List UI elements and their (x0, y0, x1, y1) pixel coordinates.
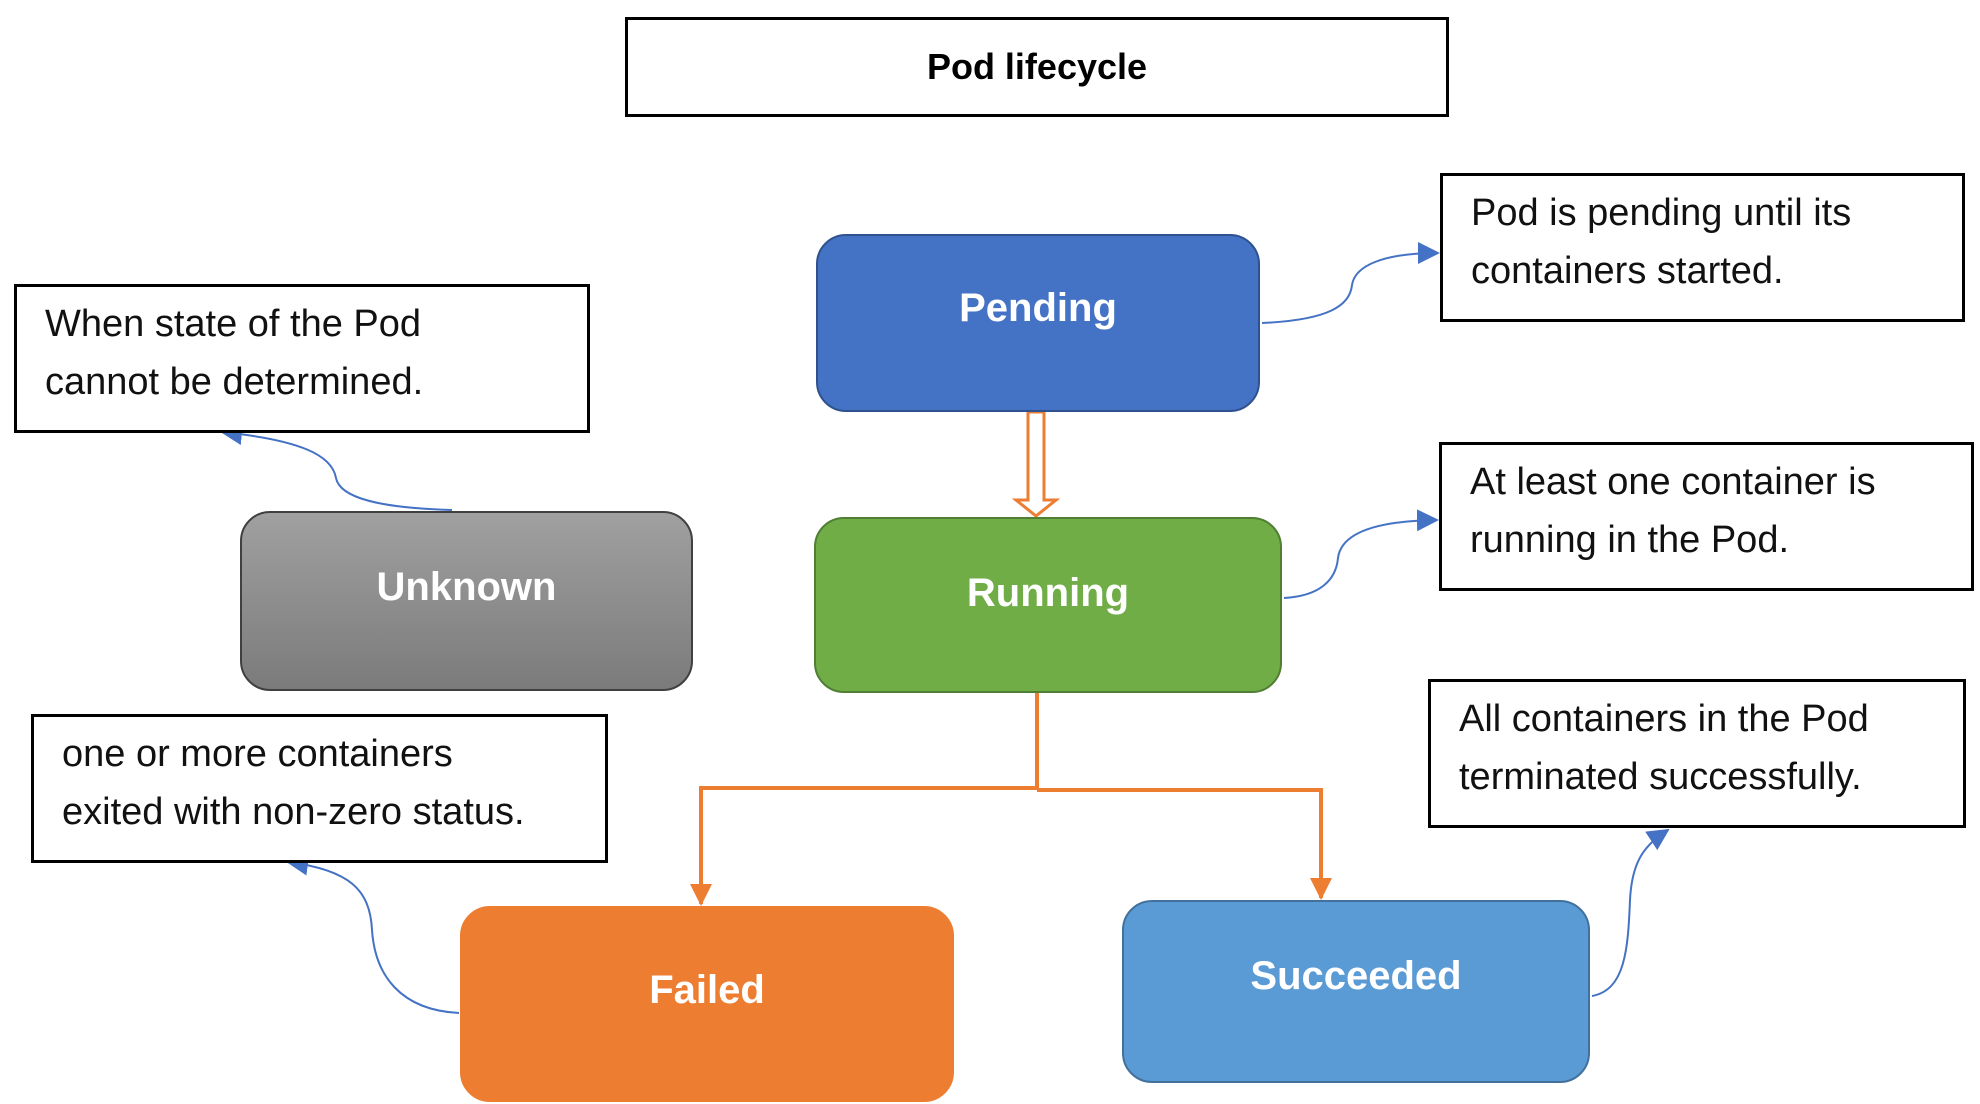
note-pending: Pod is pending until its containers star… (1440, 173, 1965, 322)
note-line: one or more containers (62, 733, 453, 775)
state-running-label: Running (966, 571, 1130, 615)
note-line: containers started. (1471, 250, 1784, 292)
note-connector-running (1283, 509, 1439, 599)
note-line: terminated successfully. (1459, 756, 1862, 798)
state-failed-label: Failed (649, 968, 765, 1012)
note-line: All containers in the Pod (1459, 698, 1869, 740)
note-line: At least one container is (1470, 461, 1876, 503)
note-succeeded: All containers in the Pod terminated suc… (1428, 679, 1966, 828)
state-unknown: Unknown (240, 511, 693, 691)
transition-arrow-pending-running (1011, 410, 1061, 518)
state-running: Running (814, 517, 1282, 693)
state-failed: Failed (460, 906, 954, 1102)
transition-arrow-running-succeeded (1037, 788, 1332, 900)
note-connector-succeeded (1591, 828, 1670, 997)
note-unknown: When state of the Pod cannot be determin… (14, 284, 590, 433)
note-line: exited with non-zero status. (62, 791, 525, 833)
note-running: At least one container is running in the… (1439, 442, 1974, 591)
transition-arrow-running-failed (690, 786, 1037, 906)
note-line: cannot be determined. (45, 361, 424, 403)
state-pending: Pending (816, 234, 1260, 412)
note-line: Pod is pending until its (1471, 192, 1852, 234)
note-line: running in the Pod. (1470, 519, 1790, 561)
note-line: When state of the Pod (45, 303, 422, 345)
state-unknown-label: Unknown (376, 565, 557, 609)
state-succeeded-label: Succeeded (1250, 954, 1462, 998)
note-connector-pending (1261, 242, 1440, 324)
state-succeeded: Succeeded (1122, 900, 1590, 1083)
note-failed: one or more containers exited with non-z… (31, 714, 608, 863)
note-connector-failed (286, 853, 460, 1014)
diagram-title: Pod lifecycle (625, 17, 1449, 117)
note-connector-unknown (220, 423, 453, 511)
state-pending-label: Pending (959, 286, 1117, 330)
